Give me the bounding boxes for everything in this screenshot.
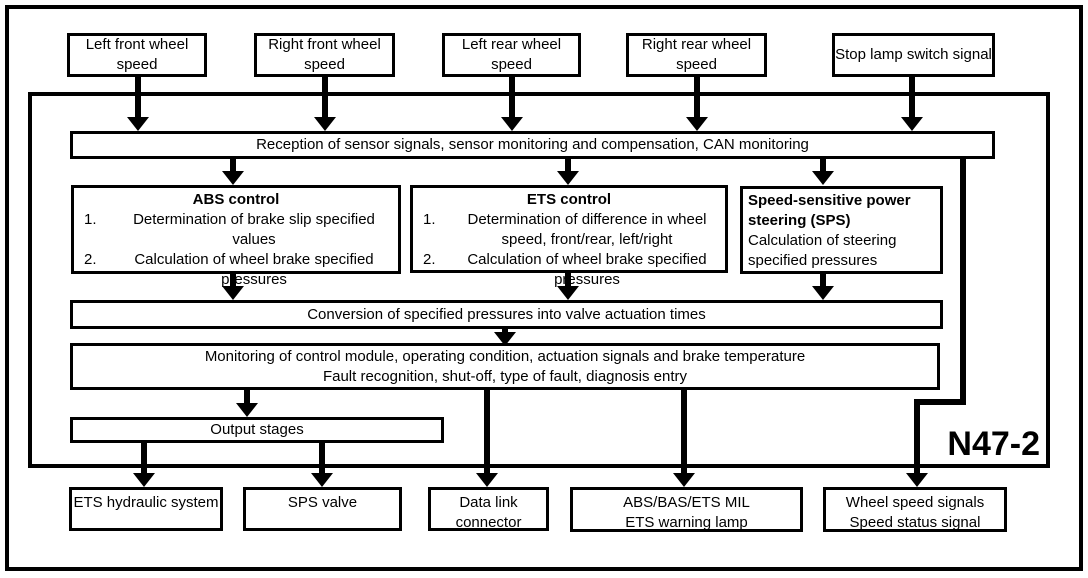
item-number: 1. <box>423 211 436 228</box>
output-box-ets-hydraulic-system: ETS hydraulic system <box>69 487 223 531</box>
arrow-down-icon <box>476 390 498 487</box>
arrow-down-icon <box>686 77 708 131</box>
arrow-down-icon <box>236 390 258 417</box>
item-number: 1. <box>84 211 97 228</box>
reception-label: Reception of sensor signals, sensor moni… <box>256 136 809 153</box>
input-box-right-front-wheel-speed: Right front wheel speed <box>254 33 395 77</box>
module-id-label: N47-2 <box>947 425 1040 463</box>
arrow-down-icon <box>812 159 834 185</box>
abs-control-title: ABS control <box>192 191 280 208</box>
output-label-line2: ETS warning lamp <box>625 514 748 531</box>
arrow-down-icon <box>494 328 516 346</box>
arrow-down-icon <box>222 274 244 300</box>
input-box-left-rear-wheel-speed: Left rear wheel speed <box>442 33 581 77</box>
output-label: Data link connector <box>455 494 522 531</box>
monitoring-line1: Monitoring of control module, operating … <box>204 347 806 365</box>
ets-item-1: 1. Determination of difference in wheel … <box>413 210 725 250</box>
reception-box: Reception of sensor signals, sensor moni… <box>70 131 995 159</box>
arrow-down-icon <box>222 159 244 185</box>
item-text: Determination of difference in wheel spe… <box>467 211 707 248</box>
page-border <box>5 5 1083 571</box>
arrow-down-icon <box>127 77 149 131</box>
arrow-down-icon <box>901 77 923 131</box>
input-label: Left front wheel speed <box>85 36 189 73</box>
input-label: Right front wheel speed <box>268 36 381 73</box>
output-label: ETS hydraulic system <box>73 494 219 511</box>
control-module-box <box>28 92 1050 468</box>
arrow-down-icon <box>673 390 695 487</box>
input-box-right-rear-wheel-speed: Right rear wheel speed <box>626 33 767 77</box>
arrow-down-icon <box>133 443 155 487</box>
input-label: Left rear wheel speed <box>461 36 562 73</box>
output-label: SPS valve <box>287 494 358 511</box>
sps-text: Calculation of steering specified pressu… <box>748 232 897 269</box>
sps-title: Speed-sensitive power steering (SPS) <box>748 192 911 229</box>
item-text: Calculation of wheel brake specified pre… <box>134 251 374 288</box>
output-label-line2: Speed status signal <box>849 514 981 531</box>
output-label: Wheel speed signals <box>845 494 985 511</box>
monitoring-box: Monitoring of control module, operating … <box>70 343 940 390</box>
conversion-label: Conversion of specified pressures into v… <box>307 305 706 323</box>
item-number: 2. <box>423 251 436 268</box>
abs-item-2: 2. Calculation of wheel brake specified … <box>74 250 398 290</box>
output-stages-box: Output stages <box>70 417 444 443</box>
wheel-speed-signal-line <box>914 399 966 405</box>
abs-control-box: ABS control 1. Determination of brake sl… <box>71 185 401 288</box>
input-box-stop-lamp-switch: Stop lamp switch signal <box>832 33 995 77</box>
output-box-mil-warning-lamp: ABS/BAS/ETS MIL ETS warning lamp <box>570 487 803 532</box>
arrow-down-icon <box>557 273 579 300</box>
input-label: Right rear wheel speed <box>641 36 752 73</box>
arrow-down-icon <box>557 159 579 185</box>
arrow-down-icon <box>906 473 928 487</box>
wheel-speed-signal-line <box>960 159 966 405</box>
output-box-sps-valve: SPS valve <box>243 487 402 531</box>
input-label: Stop lamp switch signal <box>835 46 992 63</box>
ets-control-title: ETS control <box>526 191 612 208</box>
arrow-down-icon <box>311 443 333 487</box>
ets-control-box: ETS control 1. Determination of differen… <box>410 185 728 288</box>
arrow-down-icon <box>314 77 336 131</box>
item-number: 2. <box>84 251 97 268</box>
input-box-left-front-wheel-speed: Left front wheel speed <box>67 33 207 77</box>
arrow-down-icon <box>501 77 523 131</box>
wheel-speed-signal-line <box>914 399 920 473</box>
conversion-box: Conversion of specified pressures into v… <box>70 300 943 329</box>
abs-item-1: 1. Determination of brake slip specified… <box>74 210 398 250</box>
output-box-wheel-speed-signals: Wheel speed signals Speed status signal <box>823 487 1007 532</box>
sps-box: Speed-sensitive power steering (SPS) Cal… <box>740 186 943 274</box>
arrow-down-icon <box>812 274 834 300</box>
monitoring-line2: Fault recognition, shut-off, type of fau… <box>322 367 688 385</box>
item-text: Determination of brake slip specified va… <box>133 211 375 248</box>
item-text: Calculation of wheel brake specified pre… <box>467 251 707 288</box>
output-label: ABS/BAS/ETS MIL <box>623 494 750 511</box>
output-box-data-link-connector: Data link connector <box>428 487 549 531</box>
output-stages-label: Output stages <box>210 421 304 438</box>
